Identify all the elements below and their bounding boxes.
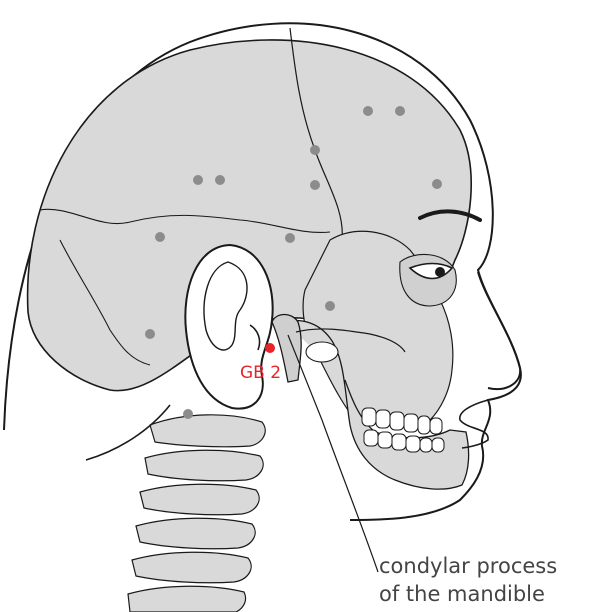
gb2-point-label: GB 2 [240, 363, 281, 383]
acupoint-dot [155, 232, 165, 242]
acupoint-dot [285, 233, 295, 243]
acupoint-dot [363, 106, 373, 116]
gb2-point-marker [265, 343, 275, 353]
acupoint-dot [183, 409, 193, 419]
acupoint-dot [145, 329, 155, 339]
acupoint-dot [325, 301, 335, 311]
acupoint-dot [310, 180, 320, 190]
acupoint-dot [310, 145, 320, 155]
mastoid-hole [306, 342, 338, 362]
eye-iris [435, 267, 445, 277]
acupoint-dot [193, 175, 203, 185]
acupoint-dot [432, 179, 442, 189]
caption-line-2: of the mandible [379, 580, 589, 608]
caption-condylar-process: condylar process of the mandible [379, 552, 589, 608]
acupoint-dot [215, 175, 225, 185]
caption-line-1: condylar process [379, 552, 589, 580]
acupoint-dot [395, 106, 405, 116]
